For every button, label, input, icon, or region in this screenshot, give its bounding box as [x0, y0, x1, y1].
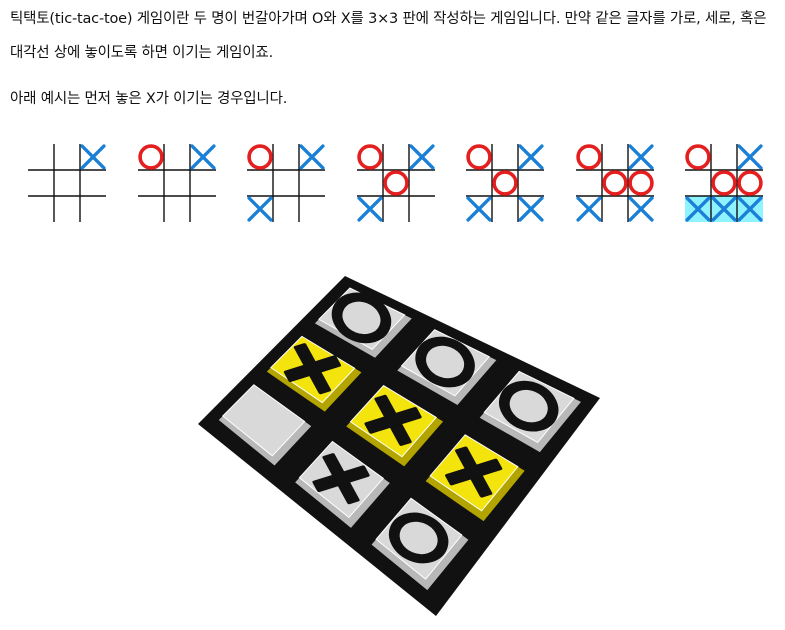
x-mark	[247, 196, 273, 222]
o-mark	[601, 170, 628, 196]
x-mark	[627, 144, 654, 170]
example-board	[575, 144, 654, 222]
board-tile	[479, 370, 581, 453]
x-mark	[627, 196, 654, 222]
o-piece-icon	[331, 292, 392, 344]
o-mark	[247, 144, 273, 170]
example-board	[356, 144, 435, 222]
o-mark	[627, 170, 654, 196]
example-board	[247, 144, 325, 222]
o-mark	[466, 144, 492, 170]
x-mark	[299, 144, 325, 170]
o-mark	[737, 170, 763, 196]
o-mark	[685, 144, 711, 170]
intro-paragraph: 틱택토(tic-tac-toe) 게임이란 두 명이 번갈아가며 O와 X를 3…	[10, 11, 767, 61]
tile-face	[222, 384, 306, 457]
o-mark	[137, 144, 164, 170]
board-tile	[397, 329, 497, 405]
board-tile	[314, 287, 412, 358]
3d-tic-tac-toe-board-illustration	[198, 276, 600, 616]
x-piece-icon	[283, 343, 342, 395]
example-board	[28, 144, 106, 222]
x-mark	[80, 144, 106, 170]
board-tile	[371, 497, 469, 591]
x-piece-icon	[445, 446, 503, 498]
o-piece-icon	[499, 380, 559, 432]
x-mark	[408, 144, 435, 170]
board-tile	[295, 440, 390, 528]
board-tile	[346, 384, 444, 467]
x-mark	[737, 196, 763, 222]
x-mark	[518, 196, 544, 222]
x-mark	[189, 144, 216, 170]
o-mark	[492, 170, 518, 196]
x-piece-icon	[312, 453, 370, 505]
x-mark	[737, 144, 763, 170]
board-tile	[218, 384, 312, 466]
o-mark	[575, 144, 602, 170]
board-tile	[266, 335, 362, 412]
x-mark	[575, 196, 602, 222]
o-piece-icon	[415, 336, 475, 388]
x-piece-icon	[364, 394, 422, 446]
o-mark	[711, 170, 737, 196]
board-tile	[425, 434, 525, 522]
x-mark	[356, 196, 383, 222]
x-mark	[518, 144, 544, 170]
example-caption: 아래 예시는 먼저 놓은 X가 이기는 경우입니다.	[10, 91, 288, 107]
example-board-sequence	[28, 144, 768, 240]
o-mark	[356, 144, 383, 170]
o-mark	[382, 170, 409, 196]
o-piece-icon	[388, 512, 449, 564]
example-board	[137, 144, 216, 222]
x-mark	[466, 196, 492, 222]
example-board	[685, 144, 763, 222]
x-mark	[685, 196, 711, 222]
example-board	[466, 144, 544, 222]
x-mark	[711, 196, 737, 222]
